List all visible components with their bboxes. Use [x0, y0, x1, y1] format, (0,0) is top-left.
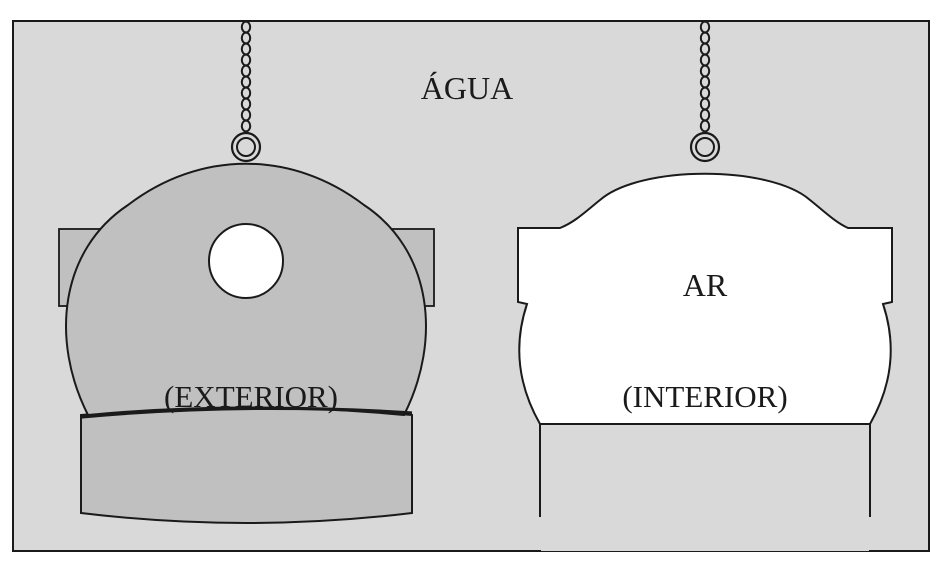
helmet-seam	[80, 406, 413, 419]
water-label: ÁGUA	[421, 70, 513, 106]
front-viewport	[208, 223, 284, 299]
air-label: AR	[683, 267, 728, 303]
right-ring	[689, 131, 721, 163]
exterior-label: (EXTERIOR)	[164, 379, 338, 414]
interior-section: AR (INTERIOR)	[517, 20, 893, 551]
left-ring	[230, 131, 262, 163]
air-space	[517, 172, 893, 425]
interior-label: (INTERIOR)	[622, 379, 787, 414]
exterior-helmet: (EXTERIOR)	[58, 20, 435, 524]
helmet-collar	[80, 406, 413, 524]
